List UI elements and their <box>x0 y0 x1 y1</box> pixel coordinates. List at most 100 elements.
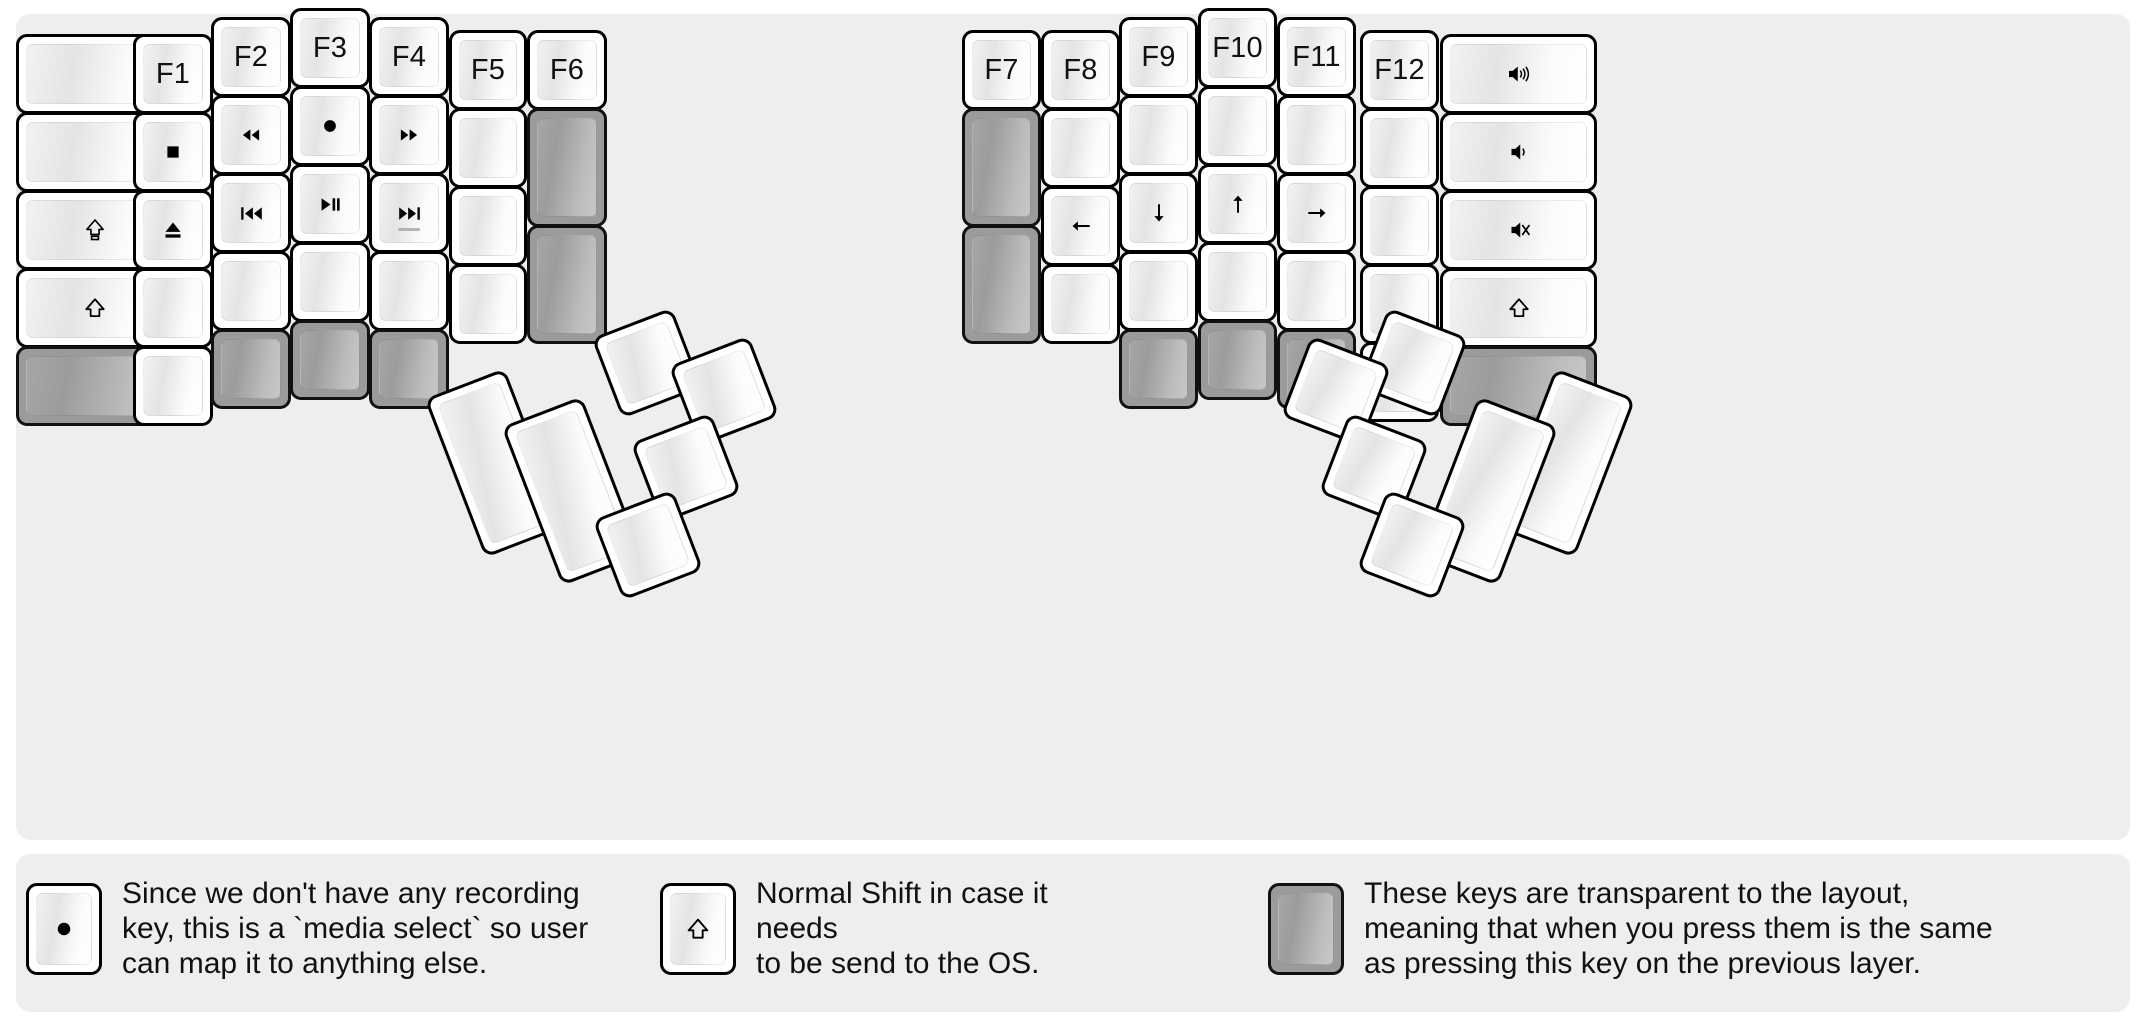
keycap-face <box>379 261 439 321</box>
keycap-face <box>972 235 1031 334</box>
key-blank[interactable] <box>449 264 527 344</box>
arrow-up-icon <box>1223 189 1253 219</box>
keycap-face <box>459 118 517 178</box>
key-f8[interactable]: F8 <box>1041 30 1120 110</box>
key-blank[interactable] <box>449 186 527 266</box>
key-rewind[interactable] <box>211 95 291 175</box>
key-blank[interactable] <box>133 268 213 348</box>
key-stop[interactable] <box>133 112 213 192</box>
key-label: F11 <box>1292 40 1341 73</box>
key-f6[interactable]: F6 <box>527 30 607 110</box>
legend-shift-text: Normal Shift in case it needs to be send… <box>756 877 1048 981</box>
arrow-left-icon <box>1066 211 1096 241</box>
legend-record-sample-key[interactable] <box>26 882 102 975</box>
key-arrow-right[interactable] <box>1277 173 1356 253</box>
key-arrow-left[interactable] <box>1041 186 1120 266</box>
mute-icon <box>1504 215 1534 245</box>
key-transparent[interactable] <box>1119 329 1198 409</box>
legend-shift-sample-key[interactable] <box>660 882 736 975</box>
arrow-down-icon <box>1144 198 1174 228</box>
key-blank[interactable] <box>290 242 370 322</box>
key-transparent[interactable] <box>1198 320 1277 400</box>
keycap-face <box>143 278 203 338</box>
key-f11[interactable]: F11 <box>1277 17 1356 97</box>
keycap-face <box>1208 252 1267 312</box>
key-blank[interactable] <box>1277 251 1356 331</box>
keycap-face: F9 <box>1129 27 1188 87</box>
keycap-face <box>1129 183 1188 243</box>
legend-transparent-text: These keys are transparent to the layout… <box>1364 877 1993 981</box>
key-play-pause[interactable] <box>290 164 370 244</box>
arrow-right-icon <box>1302 198 1332 228</box>
key-transparent[interactable] <box>290 320 370 400</box>
key-transparent[interactable] <box>962 108 1041 227</box>
keycap-face: F2 <box>221 27 281 87</box>
keycap-face <box>36 892 92 965</box>
key-f12[interactable]: F12 <box>1360 30 1439 110</box>
key-blank[interactable] <box>449 108 527 188</box>
key-blank[interactable] <box>1041 108 1120 188</box>
key-next-track[interactable] <box>369 173 449 253</box>
keycap-face <box>459 196 517 256</box>
key-record[interactable] <box>290 86 370 166</box>
key-f3[interactable]: F3 <box>290 8 370 88</box>
key-blank[interactable] <box>1119 251 1198 331</box>
keycap-face: F1 <box>143 44 203 104</box>
key-f4[interactable]: F4 <box>369 17 449 97</box>
volume-up-icon <box>1504 59 1534 89</box>
keycap-face <box>221 183 281 243</box>
key-blank[interactable] <box>1277 95 1356 175</box>
key-fast-forward[interactable] <box>369 95 449 175</box>
keycap-face <box>1450 278 1587 338</box>
key-mute[interactable] <box>1440 190 1597 270</box>
key-transparent[interactable] <box>211 329 291 409</box>
key-f7[interactable]: F7 <box>962 30 1041 110</box>
legend-record: Since we don't have any recording key, t… <box>26 876 646 981</box>
shift-icon <box>1504 293 1534 323</box>
stop-icon <box>158 137 188 167</box>
key-f2[interactable]: F2 <box>211 17 291 97</box>
key-f10[interactable]: F10 <box>1198 8 1277 88</box>
keycap-face <box>537 118 597 217</box>
key-arrow-down[interactable] <box>1119 173 1198 253</box>
keycap-face <box>300 330 360 390</box>
keycap-face <box>1208 96 1267 156</box>
key-f5[interactable]: F5 <box>449 30 527 110</box>
keycap-face <box>221 339 281 399</box>
key-transparent[interactable] <box>527 108 607 227</box>
legend-transparent-sample-key[interactable] <box>1268 882 1344 975</box>
key-volume-down[interactable] <box>1440 112 1597 192</box>
key-previous-track[interactable] <box>211 173 291 253</box>
key-blank[interactable] <box>133 346 213 426</box>
keycap-face <box>300 174 360 234</box>
key-eject[interactable] <box>133 190 213 270</box>
keycap-face <box>221 261 281 321</box>
key-f1[interactable]: F1 <box>133 34 213 114</box>
key-blank[interactable] <box>1119 95 1198 175</box>
key-blank[interactable] <box>1360 108 1439 188</box>
key-label: F12 <box>1374 53 1425 86</box>
key-blank[interactable] <box>211 251 291 331</box>
record-icon <box>48 913 80 945</box>
key-shift[interactable] <box>1440 268 1597 348</box>
keycap-face: F10 <box>1208 18 1267 78</box>
rewind-icon <box>236 120 266 150</box>
key-transparent[interactable] <box>962 225 1041 344</box>
eject-icon <box>158 215 188 245</box>
keycap-face: F11 <box>1287 27 1346 87</box>
keycap-face: F3 <box>300 18 360 78</box>
key-f9[interactable]: F9 <box>1119 17 1198 97</box>
key-label: F7 <box>984 53 1019 86</box>
key-blank[interactable] <box>1360 186 1439 266</box>
key-volume-up[interactable] <box>1440 34 1597 114</box>
keycap-face <box>1208 174 1267 234</box>
key-label: F6 <box>549 53 585 86</box>
key-blank[interactable] <box>1198 86 1277 166</box>
key-transparent[interactable] <box>527 225 607 344</box>
key-blank[interactable] <box>1041 264 1120 344</box>
key-blank[interactable] <box>369 251 449 331</box>
keycap-face <box>379 183 439 243</box>
key-blank[interactable] <box>1198 242 1277 322</box>
key-arrow-up[interactable] <box>1198 164 1277 244</box>
